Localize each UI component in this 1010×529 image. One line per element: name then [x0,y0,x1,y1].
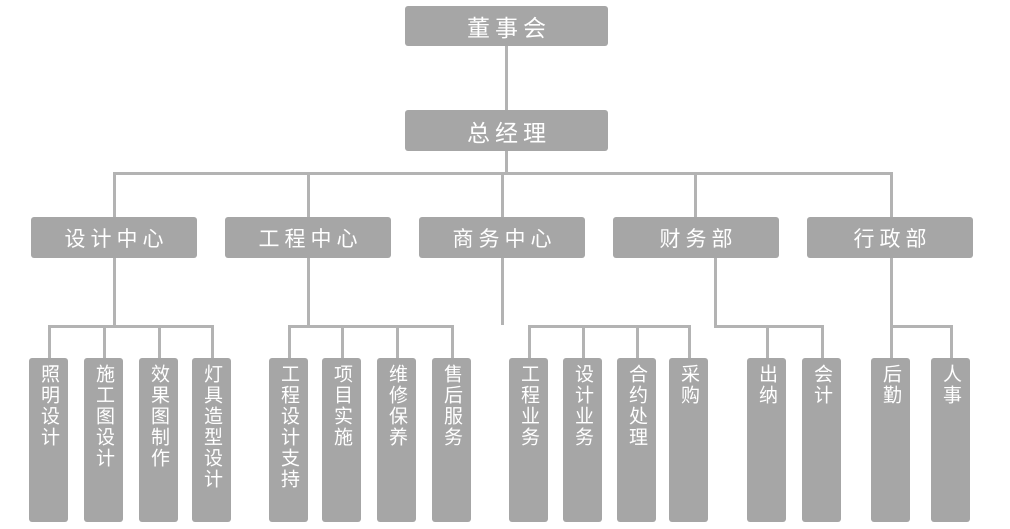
node-after-sales-service-label: 售后服务 [441,364,463,448]
node-design-business[interactable]: 设计业务 [563,358,602,522]
node-business-center[interactable]: 商务中心 [419,217,585,258]
node-engineering-design-support-label: 工程设计支持 [278,364,300,490]
node-logistics-label: 后勤 [880,364,902,406]
node-human-resources[interactable]: 人事 [931,358,970,522]
connector-finance-leaf-bus [766,325,824,328]
connector-drop-engineering-center [307,172,310,217]
connector-drop-procurement [688,325,691,358]
node-luminaire-styling-design-label: 灯具造型设计 [201,364,223,490]
node-business-center-label: 商务中心 [452,226,557,251]
node-construction-drawing-design-label: 施工图设计 [93,364,115,469]
connector-drop-rendering-production [158,325,161,358]
node-procurement-label: 采购 [678,364,700,406]
node-luminaire-styling-design[interactable]: 灯具造型设计 [192,358,231,522]
node-engineering-center[interactable]: 工程中心 [225,217,391,258]
node-after-sales-service[interactable]: 售后服务 [432,358,471,522]
connector-drop-cashier [766,325,769,358]
node-construction-drawing-design[interactable]: 施工图设计 [84,358,123,522]
node-design-center-label: 设计中心 [64,226,169,251]
node-admin-dept[interactable]: 行政部 [807,217,973,258]
node-general-manager-label: 总经理 [467,120,551,147]
connector-drop-human-resources [950,325,953,358]
connector-finance-dept-down [714,258,717,325]
connector-drop-luminaire-styling-design [211,325,214,358]
connector-drop-admin-dept [890,172,893,217]
connector-gm-down [505,151,508,175]
node-general-manager[interactable]: 总经理 [405,110,608,151]
connector-drop-design-center [113,172,116,217]
node-design-center[interactable]: 设计中心 [31,217,197,258]
connector-drop-engineering-design-support [288,325,291,358]
node-accounting-label: 会计 [811,364,833,406]
node-project-implementation[interactable]: 项目实施 [322,358,361,522]
node-finance-dept-label: 财务部 [659,226,738,251]
connector-drop-business-center [501,172,504,217]
node-engineering-business[interactable]: 工程业务 [509,358,548,522]
node-logistics[interactable]: 后勤 [871,358,910,522]
connector-drop-design-business [582,325,585,358]
connector-drop-engineering-business [528,325,531,358]
connector-drop-contract-processing [636,325,639,358]
connector-engineering-center-down [307,258,310,325]
connector-drop-finance-dept [694,172,697,217]
connector-drop-maintenance [396,325,399,358]
node-human-resources-label: 人事 [940,364,962,406]
node-admin-dept-label: 行政部 [853,226,932,251]
node-maintenance-label: 维修保养 [386,364,408,448]
connector-admin-dept-down [890,258,893,325]
node-rendering-production-label: 效果图制作 [148,364,170,469]
connector-finance-leaf-bus-left [714,325,769,328]
connector-business-center-down [501,258,504,325]
node-engineering-design-support[interactable]: 工程设计支持 [269,358,308,522]
node-engineering-center-label: 工程中心 [258,226,363,251]
node-maintenance[interactable]: 维修保养 [377,358,416,522]
node-design-business-label: 设计业务 [572,364,594,448]
connector-drop-after-sales-service [451,325,454,358]
connector-business-leaf-bus [528,325,691,328]
connector-drop-lighting-design [48,325,51,358]
connector-engineering-leaf-bus [288,325,454,328]
node-project-implementation-label: 项目实施 [331,364,353,448]
node-finance-dept[interactable]: 财务部 [613,217,779,258]
node-board[interactable]: 董事会 [405,6,608,46]
connector-design-center-down [113,258,116,325]
connector-board-to-gm [505,46,508,110]
node-board-label: 董事会 [467,16,551,42]
connector-design-leaf-bus [48,325,214,328]
node-accounting[interactable]: 会计 [802,358,841,522]
connector-drop-accounting [821,325,824,358]
connector-drop-project-implementation [341,325,344,358]
connector-drop-construction-drawing-design [103,325,106,358]
node-engineering-business-label: 工程业务 [518,364,540,448]
node-cashier[interactable]: 出纳 [747,358,786,522]
node-rendering-production[interactable]: 效果图制作 [139,358,178,522]
node-lighting-design-label: 照明设计 [38,364,60,448]
node-procurement[interactable]: 采购 [669,358,708,522]
node-contract-processing[interactable]: 合约处理 [617,358,656,522]
connector-admin-leaf-bus [890,325,953,328]
node-cashier-label: 出纳 [756,364,778,406]
node-lighting-design[interactable]: 照明设计 [29,358,68,522]
node-contract-processing-label: 合约处理 [626,364,648,448]
connector-drop-logistics [890,325,893,358]
